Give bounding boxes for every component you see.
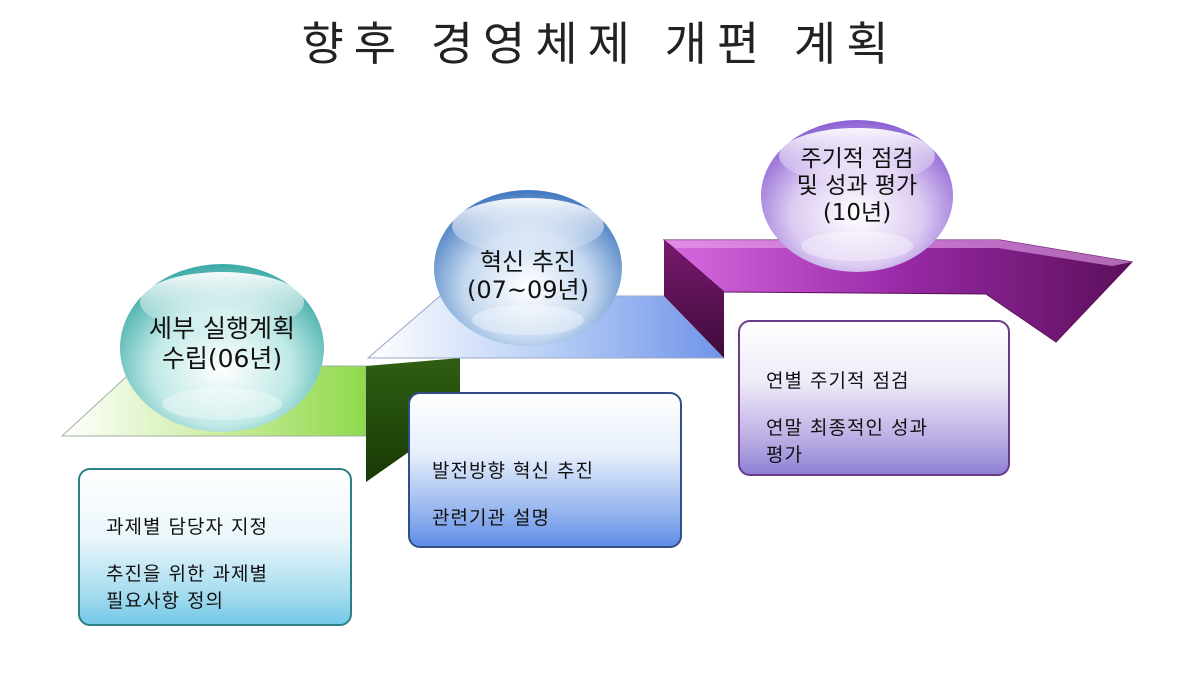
step1-description-box: 과제별 담당자 지정 추진을 위한 과제별 필요사항 정의 xyxy=(78,468,352,626)
step2-sphere-label: 혁신 추진 (07~09년) xyxy=(438,248,618,305)
step3-sphere-label: 주기적 점검 및 성과 평가 (10년) xyxy=(762,146,952,227)
step3-sphere-line: 주기적 점검 xyxy=(800,146,914,172)
step2-sphere-line: 혁신 추진 xyxy=(480,248,576,276)
step1-sphere xyxy=(120,264,324,432)
step2-item: 발전방향 혁신 추진 xyxy=(432,460,594,482)
step1-item: 과제별 담당자 지정 xyxy=(106,516,268,538)
step3-item: 평가 xyxy=(766,444,803,466)
step3-item: 연별 주기적 점검 xyxy=(766,370,910,392)
page-title: 향후 경영체제 개편 계획 xyxy=(301,17,899,71)
step1-sphere-line: 수립(06년) xyxy=(161,343,283,373)
step1-item: 추진을 위한 과제별 xyxy=(106,563,268,585)
step2-sphere-line: (07~09년) xyxy=(467,276,589,305)
step3-arrow-edge xyxy=(664,240,1132,266)
step2-riser xyxy=(664,240,724,358)
step1-sphere-label: 세부 실행계획 수립(06년) xyxy=(122,314,322,373)
step3-item: 연말 최종적인 성과 xyxy=(766,417,928,439)
step2-item: 관련기관 설명 xyxy=(432,507,550,529)
step3-description-box: 연별 주기적 점검 연말 최종적인 성과 평가 xyxy=(738,320,1010,476)
step3-sphere xyxy=(761,120,953,272)
step2-description-box: 발전방향 혁신 추진 관련기관 설명 xyxy=(408,392,682,548)
step1-sphere-line: 세부 실행계획 xyxy=(149,314,295,343)
step3-sphere-line: 및 성과 평가 xyxy=(796,173,918,200)
step2-sphere xyxy=(434,190,622,346)
step3-sphere-line: (10년) xyxy=(822,200,892,227)
step1-item: 필요사항 정의 xyxy=(106,590,224,612)
